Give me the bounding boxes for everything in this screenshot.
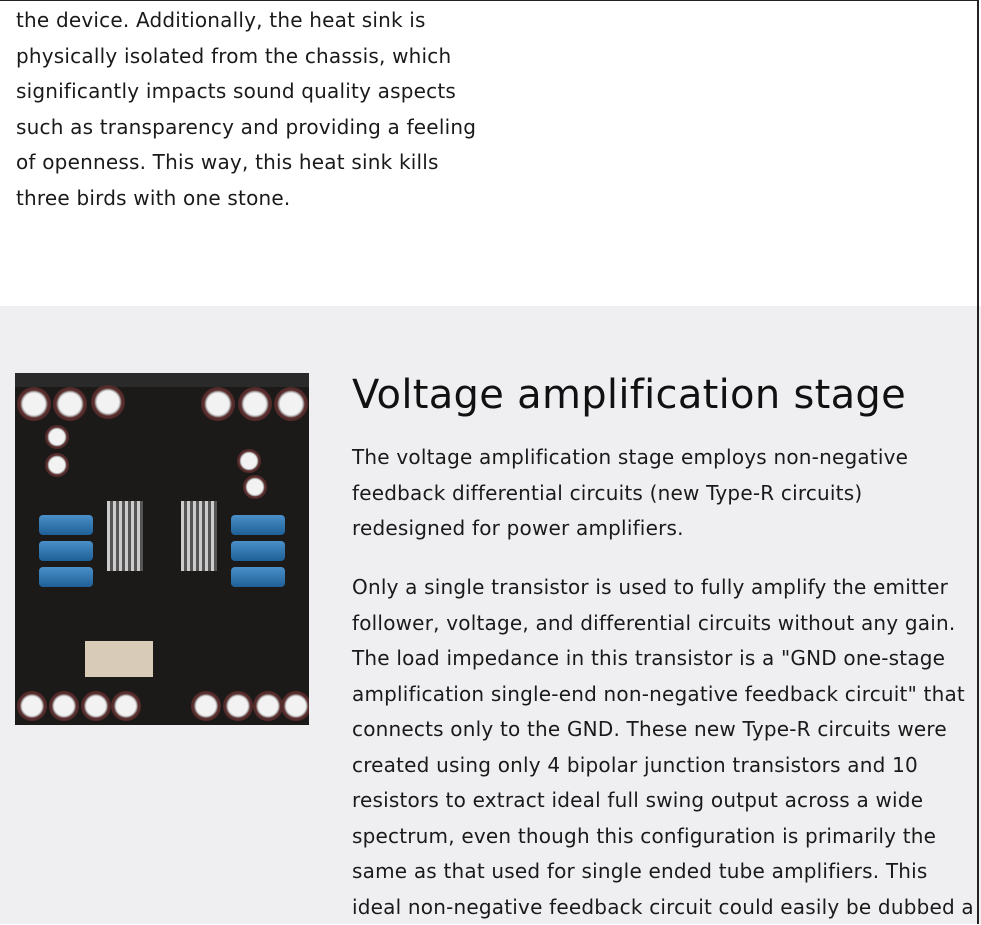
text-line: significantly impacts sound quality aspe…: [16, 74, 476, 110]
text-line: amplification single-end non-negative fe…: [352, 677, 974, 713]
text-line: physically isolated from the chassis, wh…: [16, 39, 476, 75]
text-line: same as that used for single ended tube …: [352, 854, 974, 890]
circuit-board-image: [15, 373, 309, 725]
text-line: follower, voltage, and differential circ…: [352, 606, 974, 642]
text-line: The voltage amplification stage employs …: [352, 440, 908, 476]
text-line: spectrum, even though this configuration…: [352, 819, 974, 855]
text-line: ideal non-negative feedback circuit coul…: [352, 890, 974, 925]
text-line: the device. Additionally, the heat sink …: [16, 3, 476, 39]
text-line: connects only to the GND. These new Type…: [352, 712, 974, 748]
intro-section: the device. Additionally, the heat sink …: [0, 0, 981, 306]
paragraph-1: The voltage amplification stage employs …: [352, 440, 908, 547]
paragraph-2: Only a single transistor is used to full…: [352, 570, 974, 925]
text-line: redesigned for power amplifiers.: [352, 511, 908, 547]
section-title: Voltage amplification stage: [352, 372, 906, 418]
text-line: such as transparency and providing a fee…: [16, 110, 476, 146]
text-line: three birds with one stone.: [16, 181, 476, 217]
text-line: resistors to extract ideal full swing ou…: [352, 783, 974, 819]
text-line: created using only 4 bipolar junction tr…: [352, 748, 974, 784]
text-line: The load impedance in this transistor is…: [352, 641, 974, 677]
text-line: feedback differential circuits (new Type…: [352, 476, 908, 512]
text-line: of openness. This way, this heat sink ki…: [16, 145, 476, 181]
intro-paragraph: the device. Additionally, the heat sink …: [16, 3, 476, 217]
text-line: Only a single transistor is used to full…: [352, 570, 974, 606]
